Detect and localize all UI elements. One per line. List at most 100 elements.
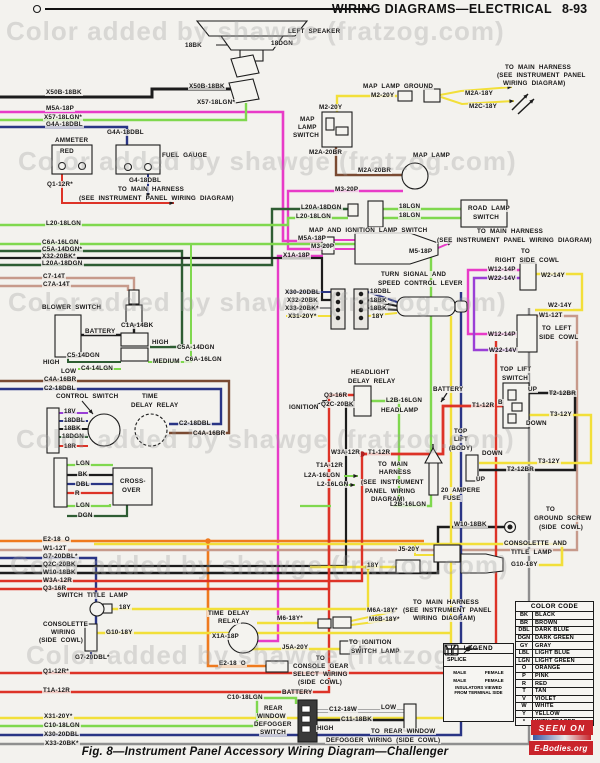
component-circle [358, 291, 364, 297]
female-insulator-icon [444, 644, 459, 656]
wire-label: 18V [63, 408, 77, 415]
wire-label: BK [77, 471, 89, 478]
color-code-name: PINK [535, 673, 549, 680]
wire-label: CONSOLETTE [42, 621, 90, 628]
component-box [423, 88, 441, 103]
color-code-abbr: BK [516, 612, 533, 619]
wire-label: C2-18DBL [178, 420, 212, 427]
wire-label: DGN [77, 512, 94, 519]
wire-label: CONTROL SWITCH [55, 393, 120, 400]
wire-label: SELECT WIRING [292, 671, 349, 678]
component-box [112, 467, 153, 506]
wire-label: C7A-14T [42, 281, 71, 288]
wire-label: CONSOLE GEAR [292, 663, 350, 670]
wire [0, 125, 129, 147]
wire-label: TO REAR WINDOW [370, 728, 437, 735]
component-box [347, 203, 359, 217]
wire-label: (SEE INSTRUMENT PANEL WIRING DIAGRAM) [78, 195, 235, 202]
wire-label: 18DGN [61, 433, 85, 440]
wire-label: TO [545, 506, 557, 513]
component-box [120, 332, 149, 347]
component-circle [358, 307, 364, 313]
wire-label: TOP LIFT [499, 366, 533, 373]
wire [440, 96, 515, 106]
figure-caption: Fig. 8—Instrument Panel Accessory Wiring… [81, 746, 449, 758]
wire-label: C6A-16LGN [184, 356, 223, 363]
color-code-abbr: V [516, 695, 533, 703]
wire-label: G7-20DBL* [42, 553, 79, 560]
color-code-name: WHITE [535, 703, 554, 710]
wire-label: X50B-18BK [188, 83, 226, 90]
component-box [433, 544, 461, 563]
component-circle [87, 413, 121, 447]
component-box [428, 460, 439, 496]
wire-label: LAMP [297, 124, 318, 131]
wire-label: W1-12T [538, 312, 564, 319]
wire-label: WIRING DIAGRAM) [412, 615, 477, 622]
wire-label: M3-20P [334, 186, 360, 193]
wire-label: L20-18LGN [295, 213, 333, 220]
wire-label: W22-14V [488, 347, 518, 354]
wire-label: HIGH [151, 339, 170, 346]
wire-label: (SIDE COWL) [297, 679, 344, 686]
wire-label: DEFOGGER WIRING (SIDE COWL) [325, 737, 442, 744]
wire-label: TO [315, 655, 327, 662]
wire-label: B [497, 399, 504, 406]
wire-label: Q2C-20BK [320, 401, 355, 408]
wire-label: (SEE INSTRUMENT PANEL WIRING DIAGRAM) [436, 237, 593, 244]
wire-label: Q1-12R* [42, 668, 70, 675]
wire-label: X32-20BK* [41, 253, 77, 260]
wire-label: W3A-12R [330, 449, 362, 456]
component-box [335, 126, 349, 136]
wire-label: X33-20BK* [284, 305, 320, 312]
wire [0, 256, 331, 302]
wire-label: GROUND SCREW [533, 515, 593, 522]
component-circle [143, 162, 153, 172]
component-box [46, 407, 60, 454]
component-circle [358, 315, 364, 321]
component-circle [123, 162, 133, 172]
wire-label: W22-14V [487, 275, 517, 282]
wire-label: M2-20Y [370, 92, 396, 99]
wire-label: M2A-20BR [357, 167, 393, 174]
wire-label: X32-20BK [286, 297, 319, 304]
wire-label: T2-12BR [548, 390, 577, 397]
color-code-abbr: P [516, 672, 533, 680]
wire-label: M5A-18P [297, 235, 327, 242]
wire-label: OVER [121, 487, 142, 494]
wire-label: DELAY RELAY [130, 402, 180, 409]
wire-label: SWITCH LAMP [350, 648, 401, 655]
component-circle [335, 299, 341, 305]
wire-label: LEFT SPEAKER [287, 28, 342, 35]
wire-label: RIGHT SIDE COWL [494, 257, 561, 264]
wire [0, 454, 364, 583]
wire-label: CONSOLETTE AND [503, 540, 568, 547]
component-circle [335, 291, 341, 297]
wire-label: TIME DELAY [207, 610, 251, 617]
wire-label: DBL [75, 481, 91, 488]
wire-label: M6A-18Y* [366, 607, 399, 614]
wire-label: DELAY RELAY [347, 378, 397, 385]
wire-label: X57-18LGN* [43, 114, 84, 121]
wire-label: DEFOGGER [253, 721, 293, 728]
wire-label: C4A-16BR [43, 376, 78, 383]
legend-note-line1: INSULATORS VIEWED [455, 685, 502, 690]
wire-label: J5-20Y [397, 546, 421, 553]
color-code-abbr: R [516, 680, 533, 687]
wire-label: T2-12BR [506, 466, 535, 473]
wire-label: DIAGRAM) [370, 496, 406, 503]
wire-label: M5-18P [408, 248, 434, 255]
wire-label: LIFT [453, 436, 470, 443]
wire-label: W1-12T [42, 545, 68, 552]
color-code-abbr: LGN [516, 657, 533, 665]
wire-label: MAP LAMP [412, 152, 452, 159]
wire [439, 86, 513, 96]
